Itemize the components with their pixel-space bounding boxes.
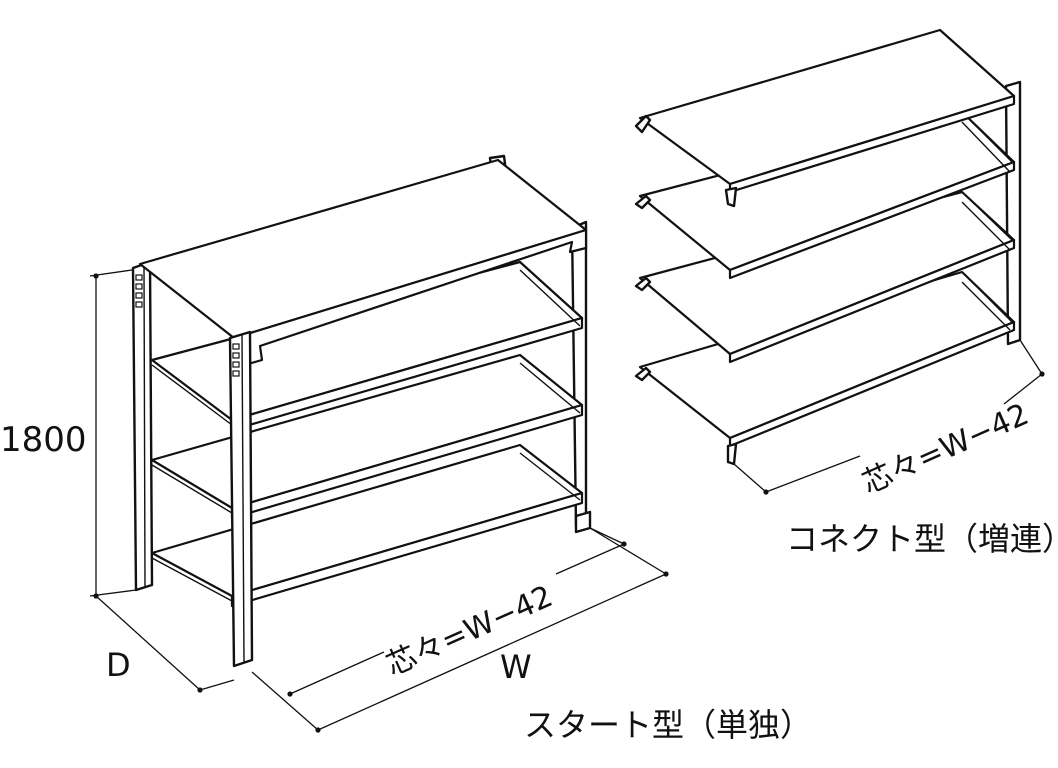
pitch-label-connect: 芯々=W−42 [857,397,1034,501]
depth-label: D [106,646,131,684]
connect-type-shelf [634,28,1022,466]
pitch-dimension-start [287,527,627,697]
width-label: W [500,648,532,686]
pitch-dimension-connect [733,339,1045,495]
height-dimension [89,269,137,599]
depth-dimension [95,595,235,693]
connect-type-label: コネクト型（増連） [786,520,1058,558]
front-left-post [131,260,154,592]
height-label: 1800 [0,420,87,460]
connect-shelf-level-4 [634,270,1016,466]
connect-shelf-level-1 [634,28,1016,208]
start-type-shelf [131,154,592,668]
start-type-label: スタート型（単独） [524,706,812,744]
shelf-level-4 [150,443,584,608]
front-right-post [228,330,254,668]
width-dimension [251,527,669,733]
connect-shelf-level-3 [634,190,1016,364]
